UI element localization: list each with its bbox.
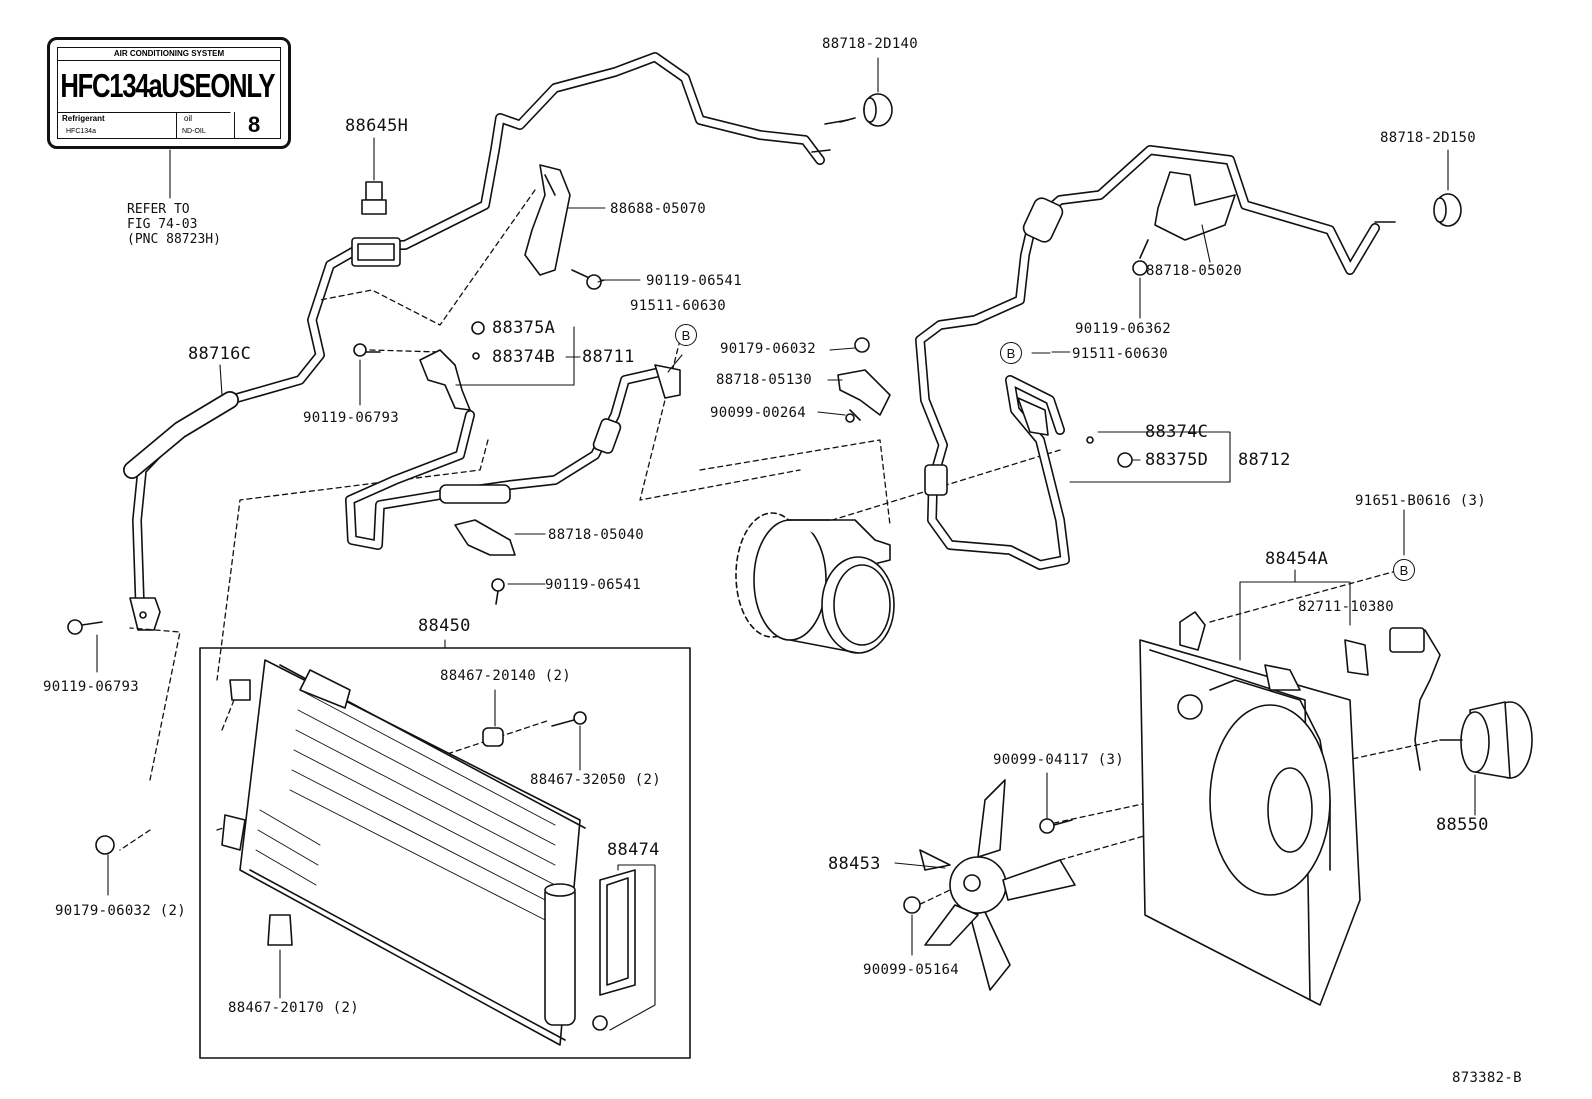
label-90099-04117: 90099-04117 (3) — [993, 752, 1124, 768]
refrigerant-placard: AIR CONDITIONING SYSTEM HFC134aUSEONLY R… — [47, 37, 291, 149]
nut-90179-06032 — [95, 835, 115, 896]
connector-82711-10380 — [1344, 639, 1369, 676]
bracket-88718-05040 — [454, 519, 546, 605]
placard-oil-number: 8 — [248, 112, 261, 137]
refer-line-3: (PNC 88723H) — [127, 232, 221, 247]
label-88718-05040: 88718-05040 — [548, 527, 645, 543]
placard-divider — [234, 112, 235, 138]
bolt-90099-04117 — [1039, 772, 1073, 834]
label-91651-b0616: 91651-B0616 (3) — [1355, 493, 1486, 509]
label-91511-60630-b: 91511-60630 — [1072, 346, 1169, 362]
hose-center — [345, 364, 681, 550]
nut-90099-05164 — [903, 896, 921, 956]
placard-main-text: HFC134aUSEONLY — [58, 60, 276, 113]
refer-line-1: REFER TO — [127, 202, 190, 217]
label-88688-05070: 88688-05070 — [610, 201, 707, 217]
clip-88718-05130 — [837, 337, 891, 423]
callout-b-left: B — [675, 324, 697, 346]
label-88718-05130: 88718-05130 — [716, 372, 813, 388]
label-90099-00264: 90099-00264 — [710, 405, 807, 421]
bracket-88718-05020 — [1132, 171, 1236, 319]
label-88453: 88453 — [828, 854, 881, 874]
hose-88712 — [915, 145, 1396, 570]
pressure-switch-88645h — [361, 137, 387, 215]
label-88467-32050: 88467-32050 (2) — [530, 772, 661, 788]
callout-b-right: B — [1000, 342, 1022, 364]
label-88450: 88450 — [418, 616, 471, 636]
refer-line-2: FIG 74-03 — [127, 217, 198, 232]
label-88718-2d150: 88718-2D150 — [1380, 130, 1477, 146]
label-90119-06793-a: 90119-06793 — [303, 410, 400, 426]
refer-note: REFER TO FIG 74-03 (PNC 88723H) — [127, 202, 221, 247]
grommet-88718-2d150 — [1433, 149, 1462, 227]
dashed-guide-lines — [119, 189, 1441, 909]
label-88467-20170: 88467-20170 (2) — [228, 1000, 359, 1016]
hose-88716c — [123, 52, 849, 631]
label-90099-05164: 90099-05164 — [863, 962, 960, 978]
placard-inner: AIR CONDITIONING SYSTEM HFC134aUSEONLY R… — [57, 47, 281, 139]
label-88375d: 88375D — [1145, 450, 1209, 470]
label-90119-06793-b: 90119-06793 — [43, 679, 140, 695]
fan-shroud-88454a — [1139, 569, 1361, 1006]
grommet-88718-2d140 — [839, 57, 893, 127]
fan-motor-88550 — [1389, 627, 1533, 816]
bracket-88688-05070 — [524, 164, 641, 290]
condenser-group — [199, 639, 691, 1059]
fitting-88712 — [1051, 351, 1231, 483]
placard-oil-label: oil — [184, 114, 193, 123]
label-88718-2d140: 88718-2D140 — [822, 36, 919, 52]
label-88374b: 88374B — [492, 347, 556, 367]
placard-divider — [176, 112, 177, 138]
fan-88453 — [894, 779, 1076, 991]
placard-refrigerant-label: Refrigerant — [62, 114, 105, 123]
label-88712: 88712 — [1238, 450, 1291, 470]
fitting-88711 — [353, 321, 581, 411]
label-88374c: 88374C — [1145, 422, 1209, 442]
compressor — [735, 512, 895, 654]
placard-refrigerant-value: HFC134a — [66, 128, 96, 135]
label-88550: 88550 — [1436, 815, 1489, 835]
label-91511-60630-a: 91511-60630 — [630, 298, 727, 314]
label-90119-06362: 90119-06362 — [1075, 321, 1172, 337]
placard-header: AIR CONDITIONING SYSTEM — [58, 48, 280, 61]
label-88716c: 88716C — [188, 344, 252, 364]
label-90179-06032: 90179-06032 — [720, 341, 817, 357]
label-90179-06032-2: 90179-06032 (2) — [55, 903, 186, 919]
label-88474: 88474 — [607, 840, 660, 860]
callout-b-shroud: B — [1393, 559, 1415, 581]
label-88711: 88711 — [582, 347, 635, 367]
label-88454a: 88454A — [1265, 549, 1329, 569]
label-88375a: 88375A — [492, 318, 556, 338]
figure-number: 873382-B — [1452, 1070, 1522, 1086]
label-88645h: 88645H — [345, 116, 409, 136]
placard-oil-value: ND-OIL — [182, 128, 206, 135]
label-90119-06541-b: 90119-06541 — [545, 577, 642, 593]
leader-lines — [169, 149, 1405, 556]
label-88467-20140: 88467-20140 (2) — [440, 668, 571, 684]
label-90119-06541-a: 90119-06541 — [646, 273, 743, 289]
label-82711-10380: 82711-10380 — [1298, 599, 1395, 615]
bolt-90119-06793 — [67, 619, 103, 673]
label-88718-05020: 88718-05020 — [1146, 263, 1243, 279]
